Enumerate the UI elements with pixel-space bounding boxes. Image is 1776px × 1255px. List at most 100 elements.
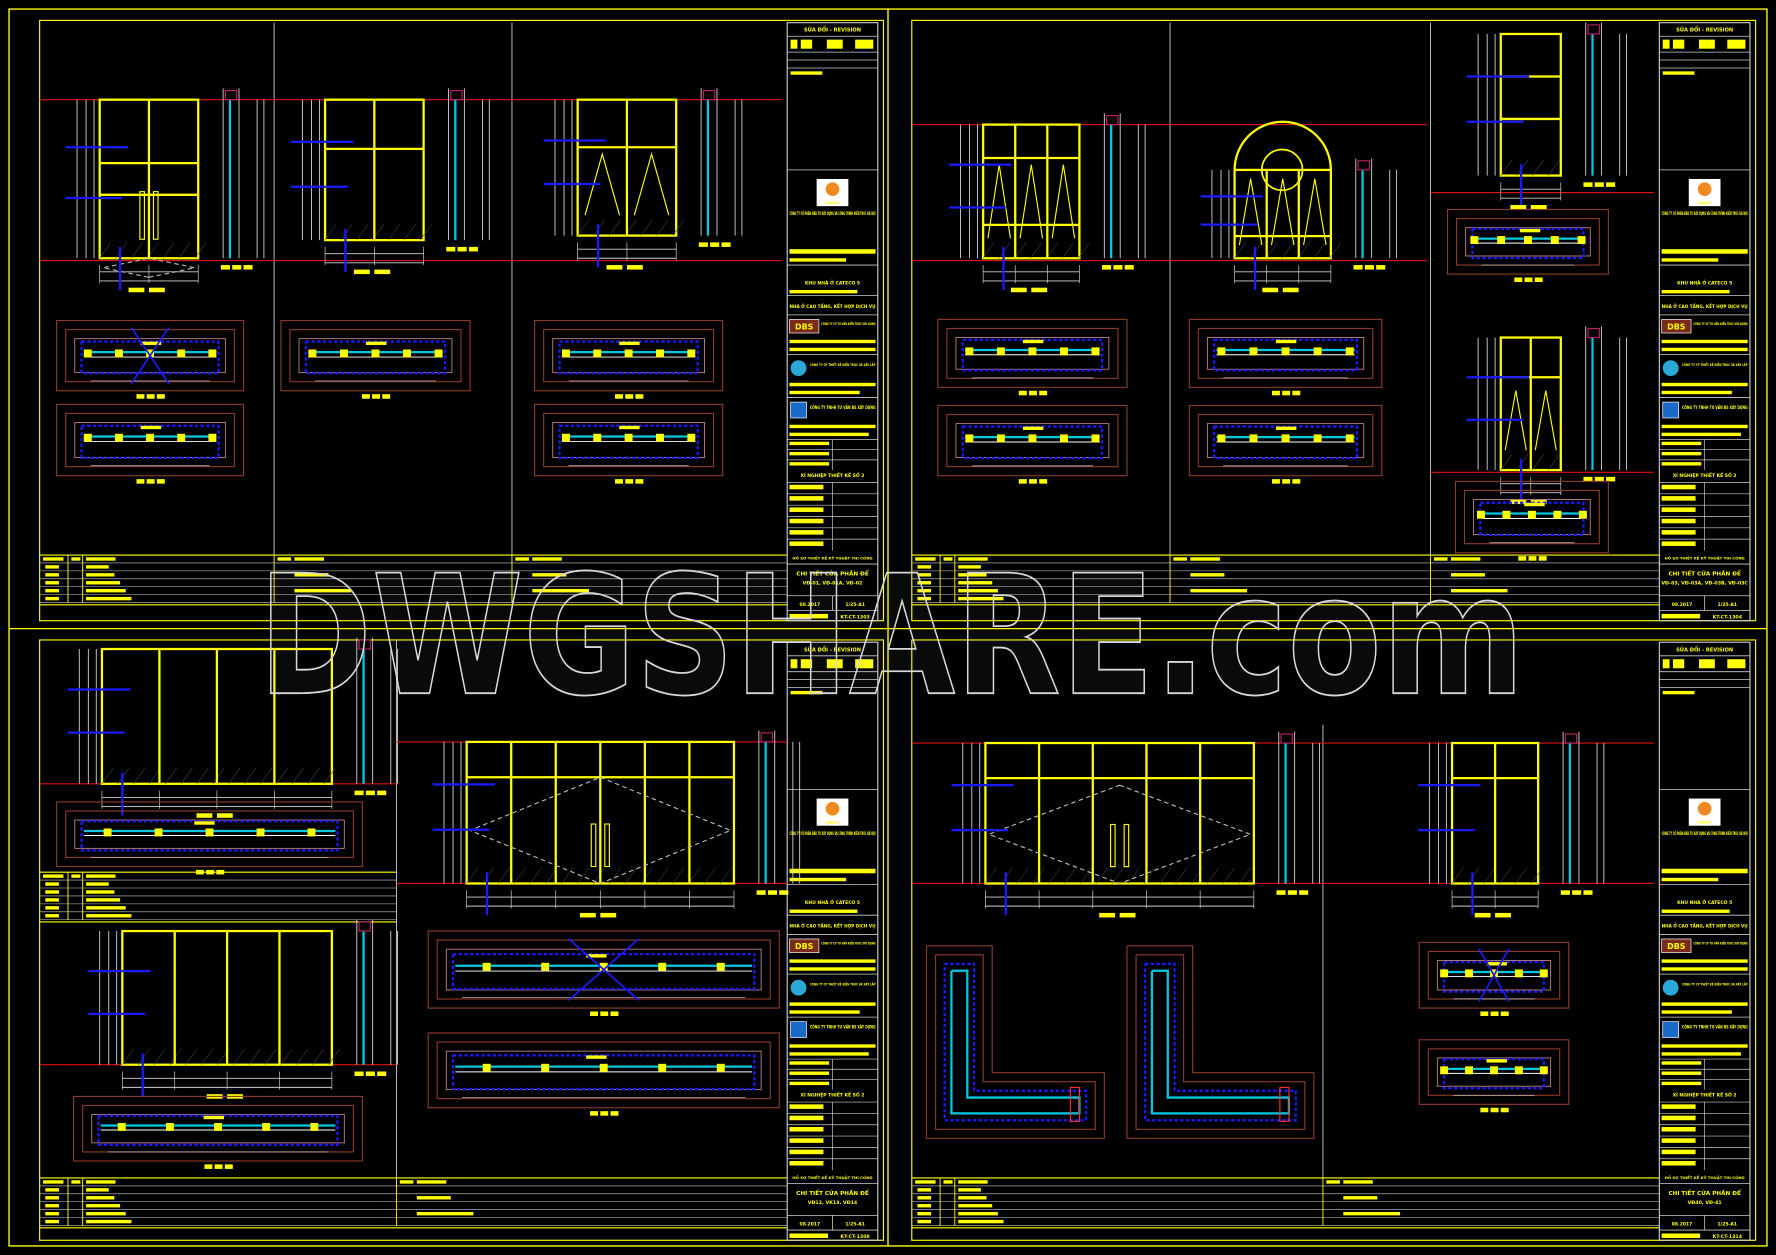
wall-outline bbox=[1436, 960, 1552, 991]
text-placeholder-bar bbox=[294, 573, 329, 577]
wall-outline bbox=[1446, 208, 1609, 275]
design-stage: HỒ SƠ THIẾT KẾ KỸ THUẬT THI CÔNG bbox=[1665, 555, 1745, 561]
text-placeholder-bar bbox=[1275, 339, 1297, 344]
title-block-border bbox=[1658, 641, 1751, 1241]
contractor-logo-text: DBS bbox=[795, 942, 814, 951]
fixing-point bbox=[1470, 236, 1479, 245]
text-placeholder-bar bbox=[789, 613, 828, 619]
sheet-info-strip bbox=[911, 554, 1660, 606]
glass-hatch bbox=[656, 219, 669, 236]
text-placeholder-bar bbox=[1528, 556, 1537, 561]
glass-hatch bbox=[1281, 242, 1294, 259]
text-placeholder-bar bbox=[917, 588, 932, 593]
wall-outline bbox=[543, 329, 715, 383]
text-placeholder-bar bbox=[532, 588, 589, 593]
drawing-codes: VĐ12, VK13, VĐ14 bbox=[808, 1200, 858, 1206]
text-placeholder-bar bbox=[586, 1055, 607, 1059]
text-placeholder-bar bbox=[146, 394, 155, 399]
glass-pattern bbox=[1051, 164, 1076, 239]
glass-hatch bbox=[1048, 867, 1061, 884]
text-placeholder-bar bbox=[1275, 426, 1297, 430]
insulation-line bbox=[943, 962, 1088, 1122]
text-placeholder-bar bbox=[1661, 432, 1741, 437]
glass-pattern bbox=[1303, 178, 1327, 246]
owner-logo-text: HAIECC bbox=[1698, 820, 1712, 824]
text-placeholder-bar bbox=[446, 246, 456, 252]
text-placeholder-bar bbox=[1287, 890, 1297, 895]
glass-hatch bbox=[260, 767, 273, 784]
glass-pattern bbox=[1534, 390, 1557, 451]
glass-hatch bbox=[99, 242, 112, 259]
text-placeholder-bar bbox=[958, 1180, 988, 1184]
fixing-point bbox=[1490, 1066, 1498, 1075]
design-stage: HỒ SƠ THIẾT KẾ KỸ THUẬT THI CÔNG bbox=[1665, 1174, 1745, 1180]
glass-hatch bbox=[1499, 867, 1512, 884]
contractor-name: CÔNG TY CP TƯ VẤN KIẾN TRÚC XÂY DỰNG bbox=[1693, 320, 1747, 326]
glass-hatch bbox=[1016, 867, 1029, 884]
text-placeholder-bar bbox=[294, 588, 352, 593]
wall-outline bbox=[1436, 1057, 1552, 1087]
project-name: KHU NHÀ Ở CATECO 5 bbox=[805, 278, 860, 286]
sheet-border bbox=[39, 19, 885, 622]
glass-hatch bbox=[291, 767, 304, 784]
door-swing-arc bbox=[130, 327, 170, 385]
text-placeholder-bar bbox=[789, 1061, 830, 1065]
fixing-point bbox=[310, 1122, 319, 1131]
contractor-logo-text: DBS bbox=[795, 323, 814, 332]
text-placeholder-bar bbox=[1099, 912, 1116, 918]
glass-hatch bbox=[1014, 242, 1027, 259]
fixing-point bbox=[83, 349, 92, 358]
text-placeholder-bar bbox=[45, 581, 59, 585]
fixing-point bbox=[965, 434, 974, 443]
fixing-point bbox=[1550, 236, 1559, 245]
sheet-border bbox=[911, 19, 1757, 622]
text-placeholder-bar bbox=[86, 874, 116, 878]
text-placeholder-bar bbox=[243, 265, 253, 270]
text-placeholder-bar bbox=[1514, 277, 1523, 283]
text-placeholder-bar bbox=[1343, 1211, 1400, 1216]
text-placeholder-bar bbox=[1450, 557, 1481, 561]
text-placeholder-bar bbox=[1486, 962, 1507, 966]
fixing-point bbox=[655, 349, 664, 358]
fixing-point bbox=[214, 1122, 223, 1131]
glass-hatch bbox=[1127, 867, 1140, 884]
text-placeholder-bar bbox=[1661, 258, 1719, 262]
wall-outline bbox=[925, 945, 1105, 1139]
drawing-codes: VĐ40, VĐ-41 bbox=[1688, 1200, 1722, 1206]
text-placeholder-bar bbox=[789, 541, 824, 546]
wall-outline bbox=[1197, 413, 1374, 468]
text-placeholder-bar bbox=[361, 394, 370, 399]
text-placeholder-bar bbox=[789, 959, 876, 963]
text-placeholder-bar bbox=[915, 557, 936, 561]
text-placeholder-bar bbox=[789, 507, 824, 512]
text-placeholder-bar bbox=[789, 967, 876, 971]
text-placeholder-bar bbox=[789, 1115, 824, 1121]
text-placeholder-bar bbox=[43, 1180, 64, 1184]
fixing-point bbox=[208, 349, 217, 358]
text-placeholder-bar bbox=[790, 71, 823, 75]
text-placeholder-bar bbox=[635, 479, 644, 484]
lintel-section bbox=[450, 90, 463, 101]
contractor-name: CÔNG TY CP TƯ VẤN KIẾN TRÚC XÂY DỰNG bbox=[1693, 940, 1747, 946]
text-placeholder-bar bbox=[958, 581, 993, 585]
text-placeholder-bar bbox=[1343, 1180, 1373, 1184]
text-placeholder-bar bbox=[789, 1052, 869, 1056]
fixing-point bbox=[1059, 434, 1068, 443]
door-handle bbox=[590, 823, 597, 868]
drawing-number: KT-CT-1304 bbox=[1713, 614, 1743, 620]
text-placeholder-bar bbox=[220, 265, 230, 270]
door-frame bbox=[1233, 168, 1332, 260]
wall-outline bbox=[1197, 327, 1374, 379]
door-elevation bbox=[432, 730, 801, 918]
wall-outline bbox=[436, 1041, 771, 1100]
fixing-point bbox=[1281, 434, 1290, 443]
plan-section-detail bbox=[73, 1095, 364, 1169]
text-placeholder-bar bbox=[789, 390, 860, 395]
text-placeholder-bar bbox=[1031, 287, 1048, 293]
text-placeholder-bar bbox=[790, 659, 798, 669]
text-placeholder-bar bbox=[1534, 277, 1543, 283]
plan-section-detail bbox=[1418, 1039, 1570, 1113]
fixing-point bbox=[716, 1063, 725, 1072]
glass-hatch bbox=[356, 224, 369, 241]
